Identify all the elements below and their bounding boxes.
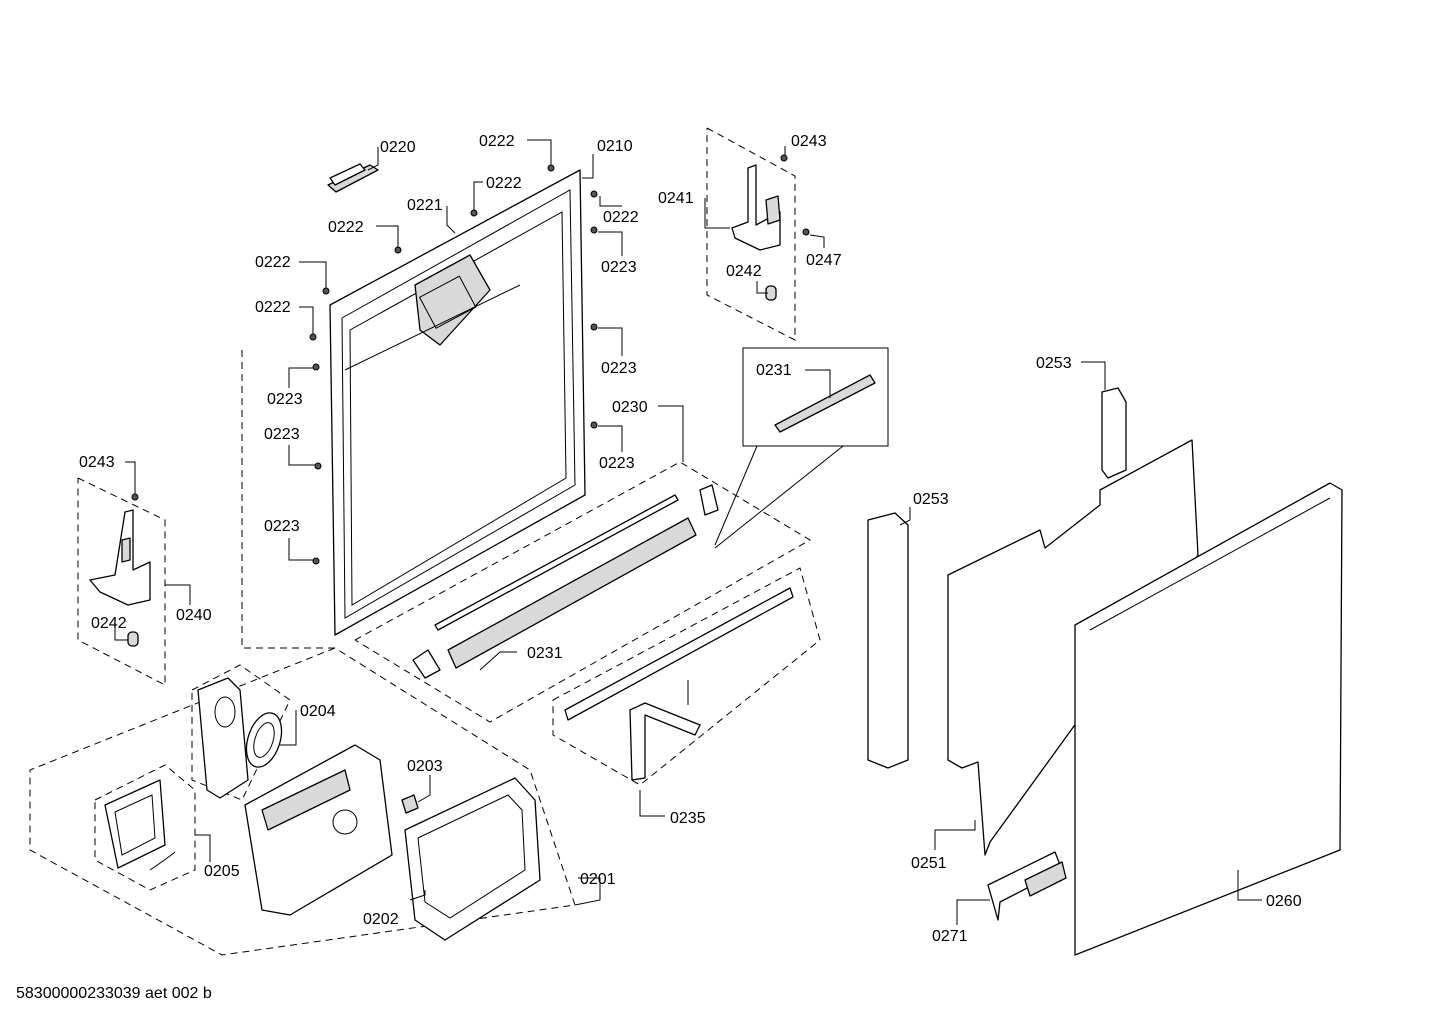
label-0253-b: 0253 xyxy=(913,491,949,508)
label-0243-a: 0243 xyxy=(791,133,827,150)
label-0242-b: 0242 xyxy=(91,615,127,632)
label-0241: 0241 xyxy=(658,190,694,207)
label-0247: 0247 xyxy=(806,252,842,269)
label-0231-a: 0231 xyxy=(756,362,792,379)
leader-lines xyxy=(114,139,1262,925)
label-0203: 0203 xyxy=(407,758,443,775)
drawing-code: 58300000233039 aet 002 b xyxy=(16,985,212,1002)
part-0204-housing xyxy=(197,677,249,799)
detail-box-0231 xyxy=(714,347,889,549)
label-0205: 0205 xyxy=(204,863,240,880)
label-0230: 0230 xyxy=(612,399,648,416)
bar-0235 xyxy=(564,587,794,781)
hinge-0241 xyxy=(731,164,781,251)
part-labels: 0220 0222 0210 0222 0221 0222 0222 0223 … xyxy=(79,133,1302,945)
label-0251: 0251 xyxy=(911,855,947,872)
control-unit-0201 xyxy=(244,744,393,916)
label-0221: 0221 xyxy=(407,197,443,214)
rail-0230 xyxy=(412,484,719,679)
label-0223-b: 0223 xyxy=(601,360,637,377)
screws xyxy=(131,154,810,565)
label-0260: 0260 xyxy=(1266,893,1302,910)
side-strip-0253-upper xyxy=(1101,387,1127,479)
label-0253-a: 0253 xyxy=(1036,355,1072,372)
part-0220 xyxy=(327,163,379,193)
frame-0202 xyxy=(404,777,541,941)
label-0201: 0201 xyxy=(580,871,616,888)
clips-0242 xyxy=(127,285,777,647)
label-0222-b: 0222 xyxy=(486,175,522,192)
label-0222-d: 0222 xyxy=(328,219,364,236)
label-0210: 0210 xyxy=(597,138,633,155)
label-0220: 0220 xyxy=(380,139,416,156)
label-0223-f: 0223 xyxy=(599,455,635,472)
door-inner-frame-0210 xyxy=(329,169,586,636)
panel-0251 xyxy=(947,439,1199,856)
label-0202: 0202 xyxy=(363,911,399,928)
side-strip-0253-lower xyxy=(867,512,909,769)
label-0223-e: 0223 xyxy=(264,518,300,535)
hinge-0240 xyxy=(89,509,151,606)
label-0222-e: 0222 xyxy=(255,254,291,271)
label-0271: 0271 xyxy=(932,928,968,945)
label-0240: 0240 xyxy=(176,607,212,624)
label-0223-d: 0223 xyxy=(264,426,300,443)
label-0204: 0204 xyxy=(300,703,336,720)
part-0204 xyxy=(245,712,283,768)
label-0222-a: 0222 xyxy=(479,133,515,150)
label-0222-c: 0222 xyxy=(603,209,639,226)
label-0223-a: 0223 xyxy=(601,259,637,276)
label-0223-c: 0223 xyxy=(267,391,303,408)
label-0243-b: 0243 xyxy=(79,454,115,471)
part-0271 xyxy=(987,851,1067,921)
label-0235: 0235 xyxy=(670,810,706,827)
label-0242-a: 0242 xyxy=(726,263,762,280)
part-0205 xyxy=(104,779,176,871)
front-panel-0260 xyxy=(1074,482,1343,956)
label-0222-f: 0222 xyxy=(255,299,291,316)
label-0231-b: 0231 xyxy=(527,645,563,662)
part-0203 xyxy=(401,794,419,814)
